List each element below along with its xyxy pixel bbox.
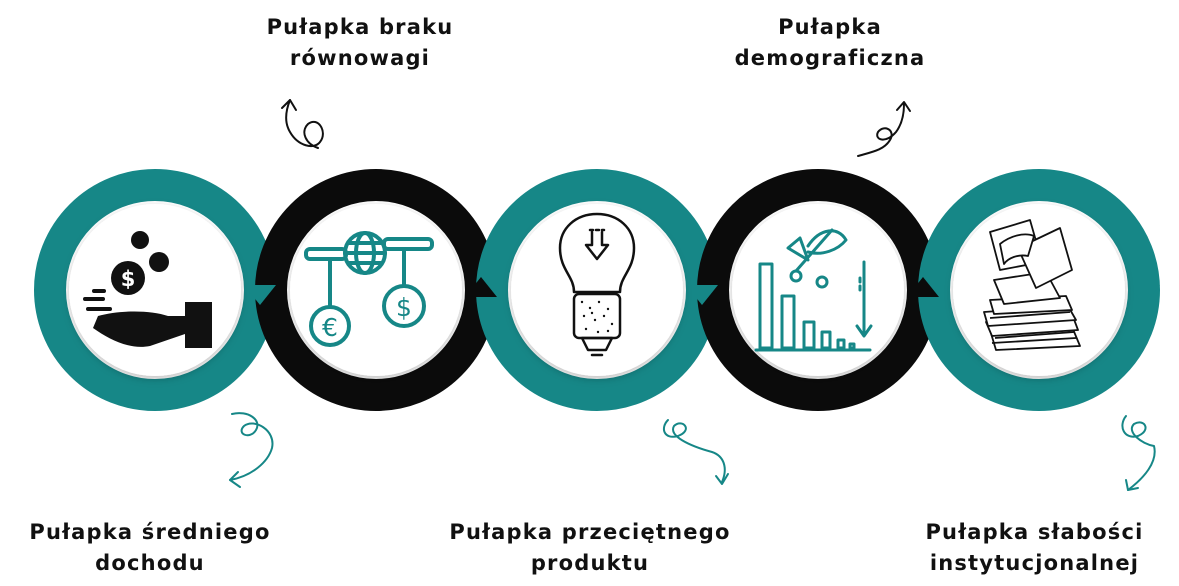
trap-title-line: Pułapka przeciętnego — [449, 520, 731, 544]
arrowhead-up-icon — [465, 277, 497, 297]
trap-label-demographic: Pułapka demograficzna — [700, 12, 960, 74]
arrowhead-down-icon — [244, 285, 276, 305]
trap-title-line: Pułapka słabości — [925, 520, 1144, 544]
svg-text:$: $ — [396, 293, 412, 322]
swirl-arrow-icon — [229, 412, 274, 488]
trap-label-middle-income: Pułapka średniego dochodu — [0, 517, 300, 579]
trap-title-line: dochodu — [95, 551, 205, 575]
arrowhead-down-icon — [1128, 285, 1160, 305]
hand-coins-dollar-icon: $ — [83, 231, 212, 348]
swirl-arrows — [229, 99, 1156, 491]
arrowhead-up-icon — [907, 277, 939, 297]
trap-title-line: Pułapka średniego — [29, 520, 271, 544]
globe-scale-currency-icon: € $ — [304, 231, 434, 347]
declining-bar-chart-stroller-icon — [754, 228, 873, 352]
trap-title-line: Pułapka — [778, 15, 882, 39]
swirl-arrow-icon — [1121, 415, 1156, 491]
lightbulb-down-arrow-icon — [558, 212, 636, 357]
svg-text:€: € — [322, 313, 338, 342]
trap-label-average-product: Pułapka przeciętnego produktu — [410, 517, 770, 579]
trap-title-line: produktu — [530, 551, 650, 575]
ring-arrowheads — [244, 277, 1160, 305]
swirl-arrow-icon — [281, 99, 324, 149]
trap-title-line: instytucjonalnej — [929, 551, 1140, 575]
arrowhead-down-icon — [686, 285, 718, 305]
trap-title-line: demograficzna — [734, 46, 926, 70]
trap-title-line: Pułapka braku — [266, 15, 454, 39]
swirl-arrow-icon — [662, 419, 729, 485]
trap-title-line: równowagi — [289, 46, 431, 70]
svg-text:$: $ — [121, 267, 136, 291]
swirl-arrow-icon — [857, 101, 911, 157]
trap-label-imbalance: Pułapka braku równowagi — [230, 12, 490, 74]
paper-pile-icon — [983, 219, 1081, 351]
trap-label-institutional-weakness: Pułapka słabości instytucjonalnej — [890, 517, 1179, 579]
